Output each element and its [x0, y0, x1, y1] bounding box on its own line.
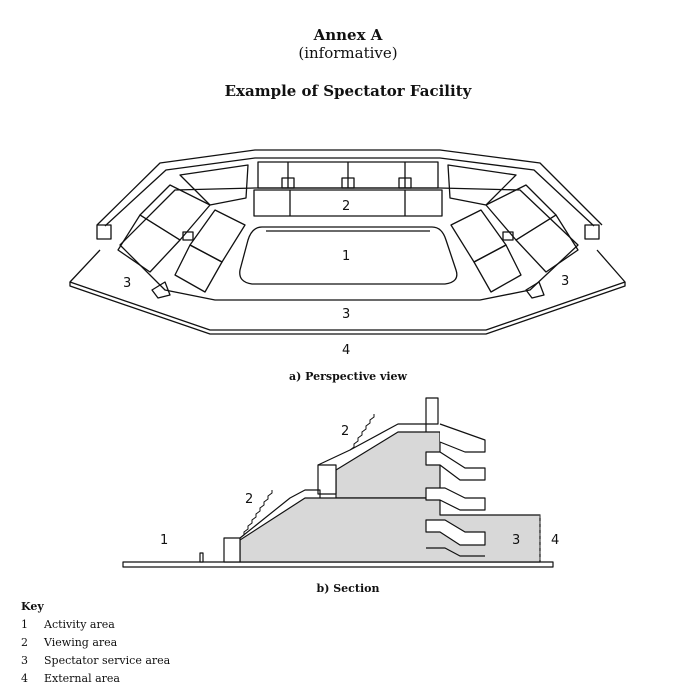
caption-section: b) Section — [316, 582, 380, 595]
section-label-viewing-upper: 2 — [341, 424, 349, 439]
annex-heading: Annex A — [313, 26, 383, 44]
label-external-area: 4 — [342, 343, 350, 358]
section-label-viewing-lower: 2 — [245, 492, 253, 507]
key-number: 4 — [21, 672, 28, 685]
key-number: 1 — [21, 618, 28, 631]
key-item: 3 Spectator service area — [21, 654, 170, 670]
key-title: Key — [21, 600, 44, 613]
key-label: Viewing area — [44, 636, 118, 649]
label-activity-area: 1 — [342, 249, 350, 264]
label-viewing-area: 2 — [342, 199, 350, 214]
inner-deck — [119, 187, 579, 301]
stand-upper-rim — [96, 149, 603, 226]
section-label-activity: 1 — [160, 533, 168, 548]
label-service-front: 3 — [342, 307, 350, 322]
annex-status: (informative) — [298, 44, 398, 62]
section-label-external: 4 — [551, 533, 559, 548]
section-drawing: 1 2 2 3 4 — [122, 397, 559, 568]
key-number: 3 — [21, 654, 28, 667]
label-service-left: 3 — [123, 276, 131, 291]
key-item: 2 Viewing area — [21, 636, 117, 652]
key-item: 4 External area — [21, 672, 120, 688]
perspective-view-drawing: 1 2 3 3 3 4 — [69, 149, 626, 358]
figure-title: Example of Spectator Facility — [224, 82, 472, 100]
caption-perspective: a) Perspective view — [288, 370, 408, 383]
outer-platform — [69, 249, 626, 331]
lower-service-mass — [239, 497, 541, 563]
key-item: 1 Activity area — [21, 618, 115, 634]
left-stand-upper — [179, 164, 249, 206]
centre-stand-bottom — [253, 189, 443, 217]
upper-service-mass — [335, 431, 441, 499]
key-label: Activity area — [44, 618, 115, 631]
section-label-service: 3 — [512, 533, 520, 548]
ground-line — [122, 561, 554, 568]
key-number: 2 — [21, 636, 28, 649]
arena-outline — [239, 226, 458, 285]
label-service-right: 3 — [561, 274, 569, 289]
key-label: External area — [44, 672, 120, 685]
key-label: Spectator service area — [44, 654, 171, 667]
